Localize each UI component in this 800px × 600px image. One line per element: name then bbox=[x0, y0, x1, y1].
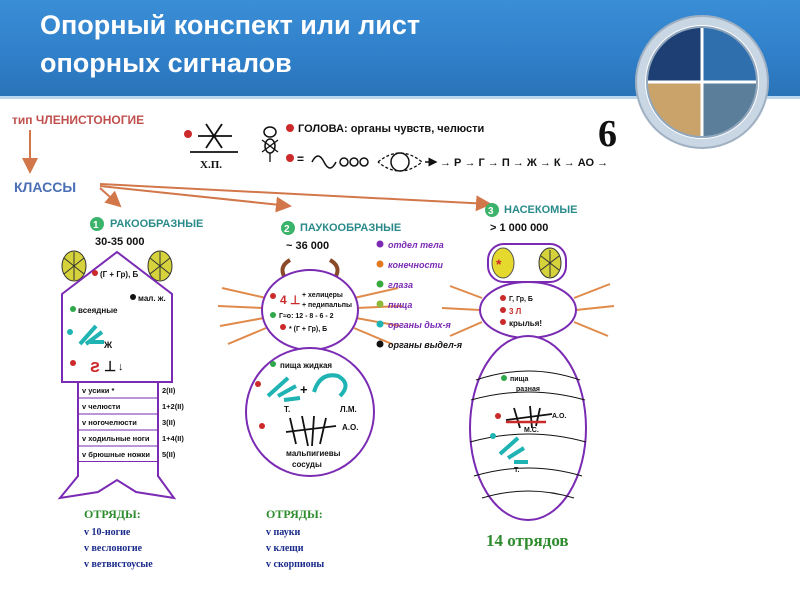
head-label: ГОЛОВА: органы чувств, челюсти bbox=[298, 123, 484, 135]
class3-gr-b: Г, Гр, Б bbox=[509, 296, 533, 303]
development-chain: → Р → Г → П → Ж → К → АО → bbox=[440, 157, 608, 169]
arachnid-food: пища жидкая bbox=[280, 361, 332, 370]
development-cycle bbox=[311, 152, 438, 172]
limb-count: 1+4(II) bbox=[162, 434, 184, 443]
title-bar-underline bbox=[0, 96, 800, 99]
class1-zh: Ж bbox=[103, 340, 113, 350]
class1-order: v 10-ногие bbox=[84, 527, 131, 538]
arachnid-note: + педипальпы bbox=[302, 302, 352, 309]
limb-count: 5(II) bbox=[162, 450, 176, 459]
class2-order: v скорпионы bbox=[266, 559, 324, 570]
xp-label: Х.П. bbox=[200, 159, 222, 171]
class3-ao: А.О. bbox=[552, 413, 566, 420]
logo-emblem bbox=[635, 15, 769, 149]
insect-abdomen bbox=[469, 335, 587, 521]
class2-order: v пауки bbox=[266, 527, 301, 538]
arachnid-ao: А.О. bbox=[342, 423, 358, 432]
class3-count: > 1 000 000 bbox=[490, 222, 548, 234]
limb-name: v челюсти bbox=[82, 402, 121, 411]
class-insects: 3 НАСЕКОМЫЕ > 1 000 000 * Г, Гр, Б 3 Л к… bbox=[441, 203, 615, 550]
class1-orders-title: ОТРЯДЫ: bbox=[84, 507, 141, 521]
svg-text:=: = bbox=[297, 152, 304, 166]
limb-name: v ходильные ноги bbox=[82, 434, 150, 443]
legend-item: органы дых-я bbox=[388, 320, 452, 330]
class3-food: пища bbox=[510, 376, 529, 383]
svg-text:⊥: ⊥ bbox=[104, 358, 116, 374]
arthropod-diagram: тип ЧЛЕНИСТОНОГИЕ КЛАССЫ 6 Х.П. ГОЛОВА: … bbox=[12, 113, 617, 570]
page-number: 6 bbox=[598, 113, 617, 155]
classes-arrow-2 bbox=[99, 185, 292, 213]
class3-wings: крылья! bbox=[509, 319, 542, 328]
classes-arrow-3 bbox=[99, 183, 492, 212]
limb-name: v брюшные ножки bbox=[82, 450, 150, 459]
crustacean-limbs-box bbox=[77, 381, 159, 463]
crustacean-head bbox=[61, 250, 173, 383]
arachnid-legend: отдел тела конечности глаза пища органы … bbox=[376, 240, 463, 350]
arachnid-lm: Л.М. bbox=[340, 405, 357, 414]
class2-count: ~ 36 000 bbox=[286, 240, 329, 252]
arachnid-t: Т. bbox=[284, 405, 290, 414]
class3-name: НАСЕКОМЫЕ bbox=[504, 204, 577, 216]
class1-order: v ветвистоусые bbox=[84, 559, 153, 570]
legend-item: глаза bbox=[388, 280, 413, 290]
svg-text:ƨ: ƨ bbox=[90, 356, 100, 376]
crustacean-tail bbox=[57, 462, 177, 500]
arachnid-note: + хелицеры bbox=[302, 292, 343, 299]
slide-title: Опорный конспект или лист опорных сигнал… bbox=[40, 6, 600, 82]
limb-name: v ногочелюсти bbox=[82, 418, 137, 427]
limb-count: 3(II) bbox=[162, 418, 176, 427]
class3-orders-count: 14 отрядов bbox=[486, 531, 569, 550]
arachnid-note: * (Г + Гр), Б bbox=[289, 326, 327, 333]
class1-number: 1 bbox=[93, 220, 99, 231]
class1-mal-zh: мал. ж. bbox=[138, 294, 166, 303]
ant-icon bbox=[261, 126, 279, 162]
class1-count: 30-35 000 bbox=[95, 236, 145, 248]
svg-text:*: * bbox=[496, 256, 502, 272]
legend-item: отдел тела bbox=[388, 240, 444, 250]
arachnid-cephalothorax bbox=[261, 269, 359, 351]
class2-orders-title: ОТРЯДЫ: bbox=[266, 507, 323, 521]
limb-count: 1+2(II) bbox=[162, 402, 184, 411]
class3-ms: М.С. bbox=[524, 427, 539, 434]
class1-vsyadnye: всеядные bbox=[78, 306, 118, 315]
legend-item: конечности bbox=[388, 260, 443, 270]
svg-text:4 ⊥: 4 ⊥ bbox=[280, 293, 300, 307]
class1-gr-b: (Г + Гр), Б bbox=[100, 270, 139, 279]
slide-title-line-2: опорных сигналов bbox=[40, 48, 292, 78]
class3-three-j: 3 Л bbox=[509, 307, 522, 316]
class-crustaceans: 1 РАКООБРАЗНЫЕ 30-35 000 (Г + Гр), Б мал… bbox=[57, 217, 203, 570]
insect-thorax bbox=[479, 281, 577, 339]
arachnid-sosudy: сосуды bbox=[292, 460, 322, 469]
xp-symbol: Х.П. bbox=[184, 123, 238, 171]
classes-label: КЛАССЫ bbox=[14, 179, 76, 195]
arachnid-note: Г≈о: 12 - 8 - 6 - 2 bbox=[279, 313, 334, 320]
class1-order: v веслоногие bbox=[84, 543, 143, 554]
legend-item: органы выдел-я bbox=[388, 340, 463, 350]
svg-text:↓: ↓ bbox=[118, 361, 124, 373]
svg-text:+: + bbox=[300, 382, 308, 397]
class3-number: 3 bbox=[488, 206, 494, 217]
class2-number: 2 bbox=[284, 224, 290, 235]
class2-name: ПАУКООБРАЗНЫЕ bbox=[300, 222, 401, 234]
class1-name: РАКООБРАЗНЫЕ bbox=[110, 218, 203, 230]
class2-order: v клещи bbox=[266, 543, 304, 554]
class3-food2: разная bbox=[516, 386, 540, 393]
classes-arrow-1 bbox=[99, 187, 122, 208]
type-label: тип ЧЛЕНИСТОНОГИЕ bbox=[12, 113, 144, 127]
limb-count: 2(II) bbox=[162, 386, 176, 395]
limb-name: v усики * bbox=[82, 386, 114, 395]
class-arachnids: 2 ПАУКООБРАЗНЫЕ ~ 36 000 4 ⊥ + хелицеры … bbox=[217, 221, 463, 570]
class3-t: Т. bbox=[514, 467, 519, 474]
arachnid-malp: мальпигиевы bbox=[286, 449, 341, 458]
legend-item: пища bbox=[388, 300, 412, 310]
slide-title-line-1: Опорный конспект или лист bbox=[40, 10, 421, 40]
